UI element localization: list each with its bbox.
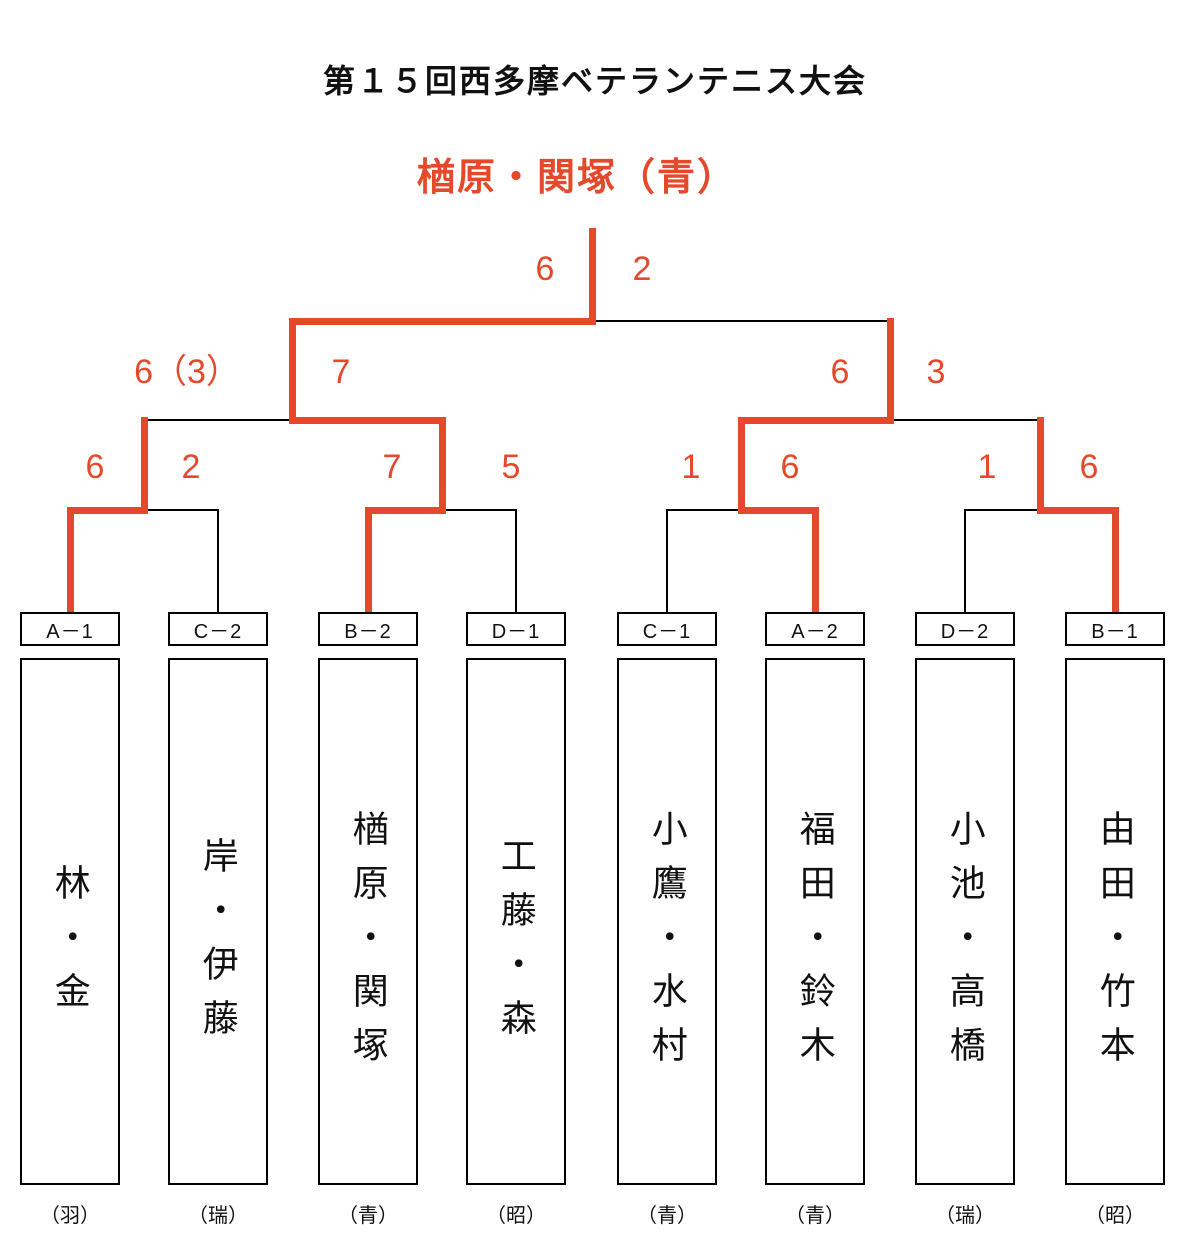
team-column-b2: B－2 楢原・関塚 （青）	[318, 612, 418, 1228]
club-label: （青）	[785, 1205, 845, 1227]
score-qf2-b: 5	[501, 448, 521, 486]
score-qf2-a: 7	[382, 448, 402, 486]
team-name: 福田・鈴木	[794, 809, 836, 1080]
seed-label: C－1	[617, 612, 717, 646]
score-semifinal-left-b: 7	[331, 353, 351, 391]
club-label: （昭）	[486, 1205, 546, 1227]
team-name-box: 工藤・森	[466, 658, 566, 1185]
winner-path-qf2-up	[439, 417, 446, 514]
score-semifinal-right-b: 3	[926, 353, 946, 391]
score-qf3-a: 1	[681, 448, 701, 486]
winner-path-qf4-up	[1037, 417, 1044, 514]
seed-label: B－1	[1065, 612, 1165, 646]
score-final-left: 6	[535, 250, 555, 288]
team-name: 岸・伊藤	[197, 836, 239, 1053]
team-name: 林・金	[49, 863, 91, 1026]
seed-label: D－1	[466, 612, 566, 646]
winner-path-team-a2	[812, 507, 819, 613]
score-qf1-a: 6	[85, 448, 105, 486]
bracket-line-qf3-left	[666, 509, 742, 511]
winner-path-final-up	[589, 228, 596, 325]
bracket-line-sf-left	[143, 419, 293, 421]
score-qf1-b: 2	[181, 448, 201, 486]
team-column-d1: D－1 工藤・森 （昭）	[466, 612, 566, 1228]
winner-path-qf4	[1037, 507, 1119, 514]
winner-path-team-b2	[365, 507, 372, 613]
winner-path-team-b1	[1112, 507, 1119, 613]
team-name-box: 福田・鈴木	[765, 658, 865, 1185]
seed-label: A－2	[765, 612, 865, 646]
team-column-c1: C－1 小鷹・水村 （青）	[617, 612, 717, 1228]
score-semifinal-left-a: 6（3）	[134, 353, 240, 391]
club-label: （青）	[338, 1205, 398, 1227]
team-column-d2: D－2 小池・高橋 （瑞）	[915, 612, 1015, 1228]
team-name-box: 小鷹・水村	[617, 658, 717, 1185]
bracket-line-qf4-left	[964, 509, 1041, 511]
team-name-box: 岸・伊藤	[168, 658, 268, 1185]
team-name-box: 小池・高橋	[915, 658, 1015, 1185]
team-column-a1: A－1 林・金 （羽）	[20, 612, 120, 1228]
team-column-a2: A－2 福田・鈴木 （青）	[765, 612, 865, 1228]
team-column-b1: B－1 由田・竹本 （昭）	[1065, 612, 1165, 1228]
bracket-line-team-d2	[964, 509, 966, 613]
winner-path-qf2	[365, 507, 446, 514]
bracket-line-qf1-right	[143, 509, 219, 511]
club-label: （羽）	[40, 1205, 100, 1227]
score-qf4-a: 1	[977, 448, 997, 486]
bracket-line-final-right	[592, 320, 891, 322]
team-name: 工藤・森	[495, 836, 537, 1053]
winner-path-sf-right-up	[887, 318, 894, 424]
winner-path-sf-right	[738, 417, 894, 424]
seed-label: D－2	[915, 612, 1015, 646]
bracket-line-qf2-right	[441, 509, 517, 511]
team-name: 由田・竹本	[1094, 809, 1136, 1080]
bracket-line-team-c1	[666, 509, 668, 613]
winner-path-qf1-up	[141, 417, 148, 514]
team-column-c2: C－2 岸・伊藤 （瑞）	[168, 612, 268, 1228]
score-qf4-b: 6	[1079, 448, 1099, 486]
winner-path-sf-left	[289, 417, 446, 424]
winner-path-qf3-up	[738, 417, 745, 514]
bracket-line-team-c2	[217, 509, 219, 613]
team-name-box: 楢原・関塚	[318, 658, 418, 1185]
champion-name: 楢原・関塚（青）	[416, 157, 737, 199]
club-label: （瑞）	[935, 1205, 995, 1227]
winner-path-sf-left-up	[289, 318, 296, 424]
winner-path-qf1	[67, 507, 148, 514]
team-name: 楢原・関塚	[347, 809, 389, 1080]
club-label: （昭）	[1085, 1205, 1145, 1227]
bracket-line-team-d1	[515, 509, 517, 613]
bracket-line-sf-right	[890, 419, 1041, 421]
score-qf3-b: 6	[780, 448, 800, 486]
winner-path-qf3	[738, 507, 819, 514]
score-semifinal-right-a: 6	[830, 353, 850, 391]
winner-path-team-a1	[67, 507, 74, 613]
club-label: （青）	[637, 1205, 697, 1227]
team-name: 小池・高橋	[944, 809, 986, 1080]
seed-label: B－2	[318, 612, 418, 646]
tournament-title: 第１５回西多摩ベテランテニス大会	[322, 63, 867, 99]
team-name-box: 林・金	[20, 658, 120, 1185]
seed-label: C－2	[168, 612, 268, 646]
score-final-right: 2	[632, 250, 652, 288]
team-name-box: 由田・竹本	[1065, 658, 1165, 1185]
club-label: （瑞）	[188, 1205, 248, 1227]
team-name: 小鷹・水村	[646, 809, 688, 1080]
seed-label: A－1	[20, 612, 120, 646]
winner-path-final-left	[289, 318, 596, 325]
